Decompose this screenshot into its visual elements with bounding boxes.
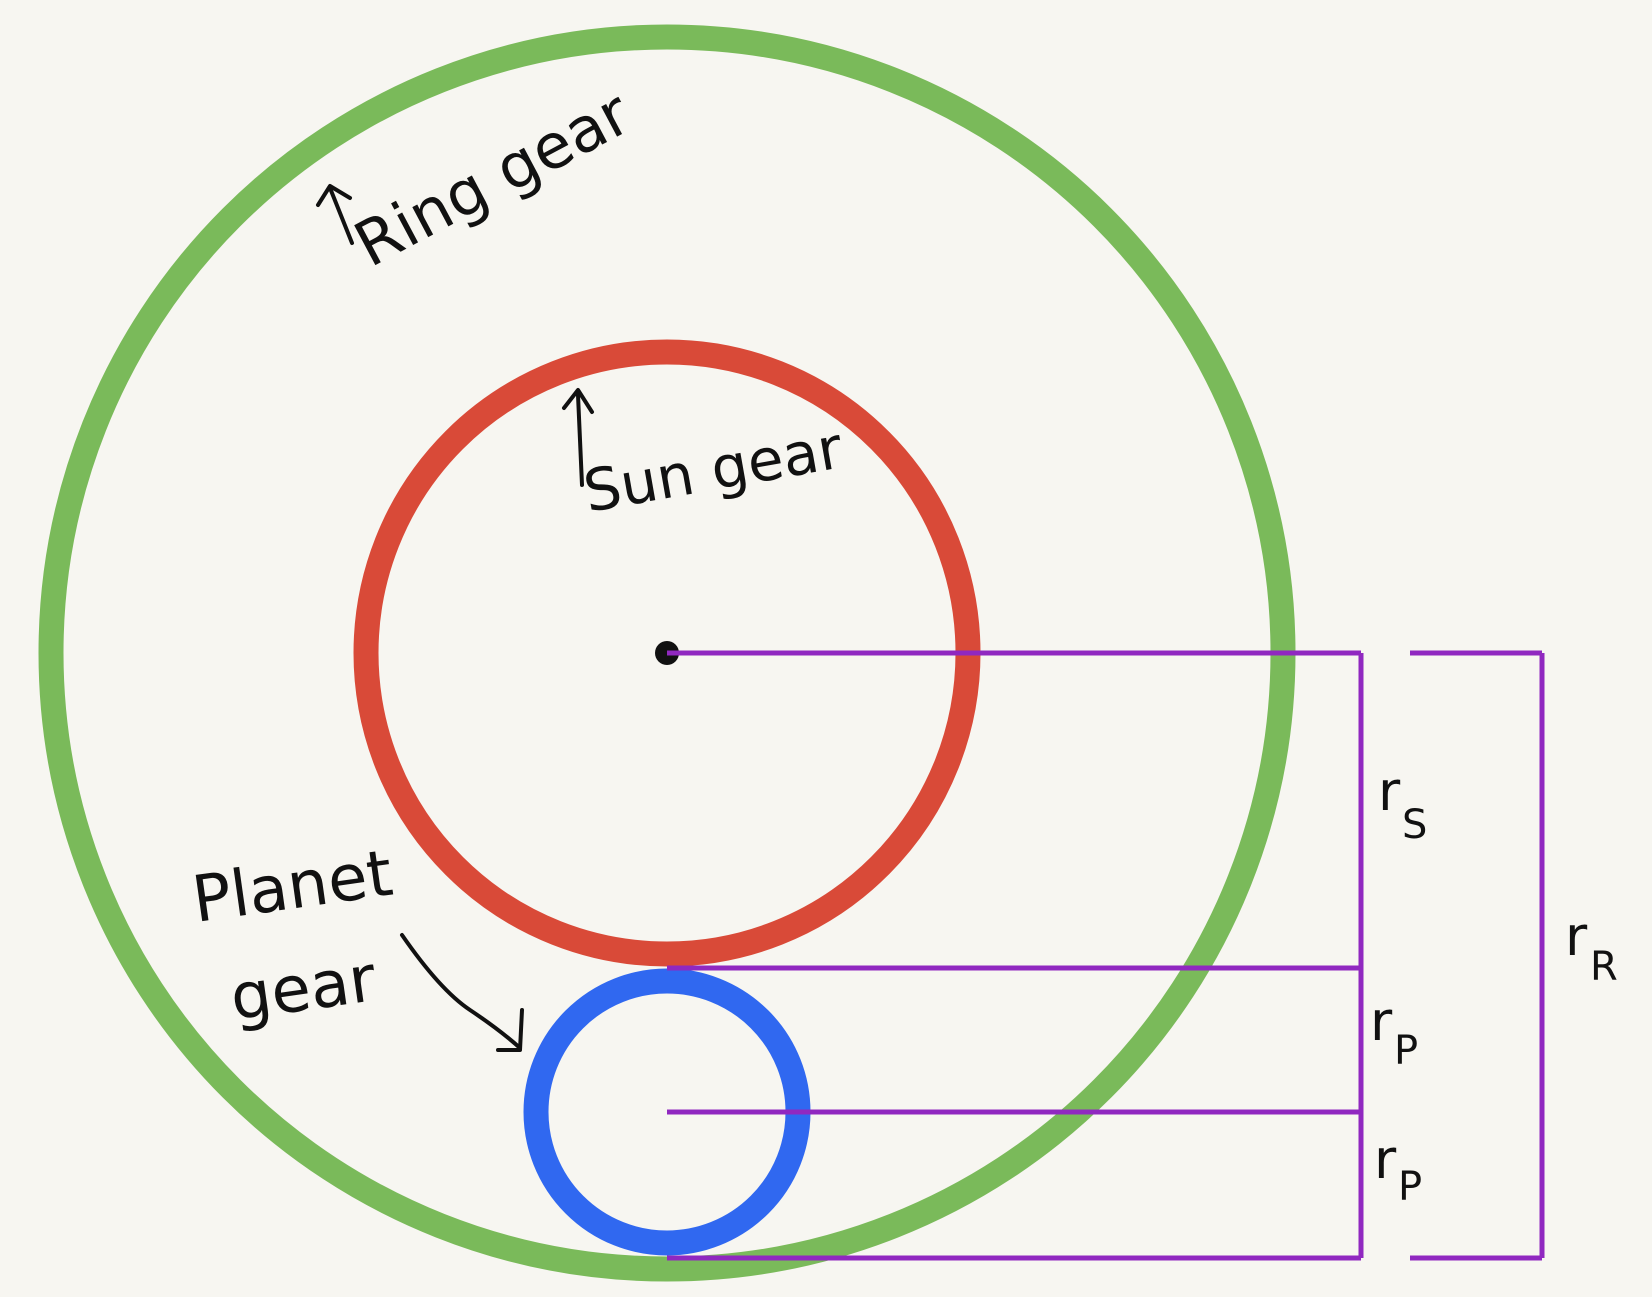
dim-label-rp1-main: r: [1370, 990, 1393, 1053]
planet-label-line2: gear: [226, 942, 381, 1036]
dim-label-rs-sub: S: [1402, 802, 1427, 848]
sun-gear-label: Sun gear: [579, 414, 848, 526]
dim-label-rp1: r P: [1370, 990, 1418, 1074]
dim-label-rr-sub: R: [1590, 944, 1618, 990]
planet-arrow-icon: [400, 933, 524, 1052]
dim-label-rs-main: r: [1378, 760, 1401, 823]
dim-label-rr: r R: [1565, 905, 1618, 990]
sun-arrow-icon: [562, 388, 594, 487]
dim-label-rp2: r P: [1374, 1128, 1422, 1210]
dim-label-rr-main: r: [1565, 905, 1588, 968]
annotation-arrows: [316, 184, 594, 1052]
dim-label-rp2-main: r: [1374, 1128, 1397, 1191]
dim-label-rp1-sub: P: [1394, 1028, 1418, 1074]
dim-label-rp2-sub: P: [1398, 1164, 1422, 1210]
dim-label-rs: r S: [1378, 760, 1427, 848]
dimension-lines: [667, 650, 1545, 1261]
ring-arrow-icon: [316, 184, 354, 245]
planet-label-line1: Planet: [188, 837, 397, 938]
